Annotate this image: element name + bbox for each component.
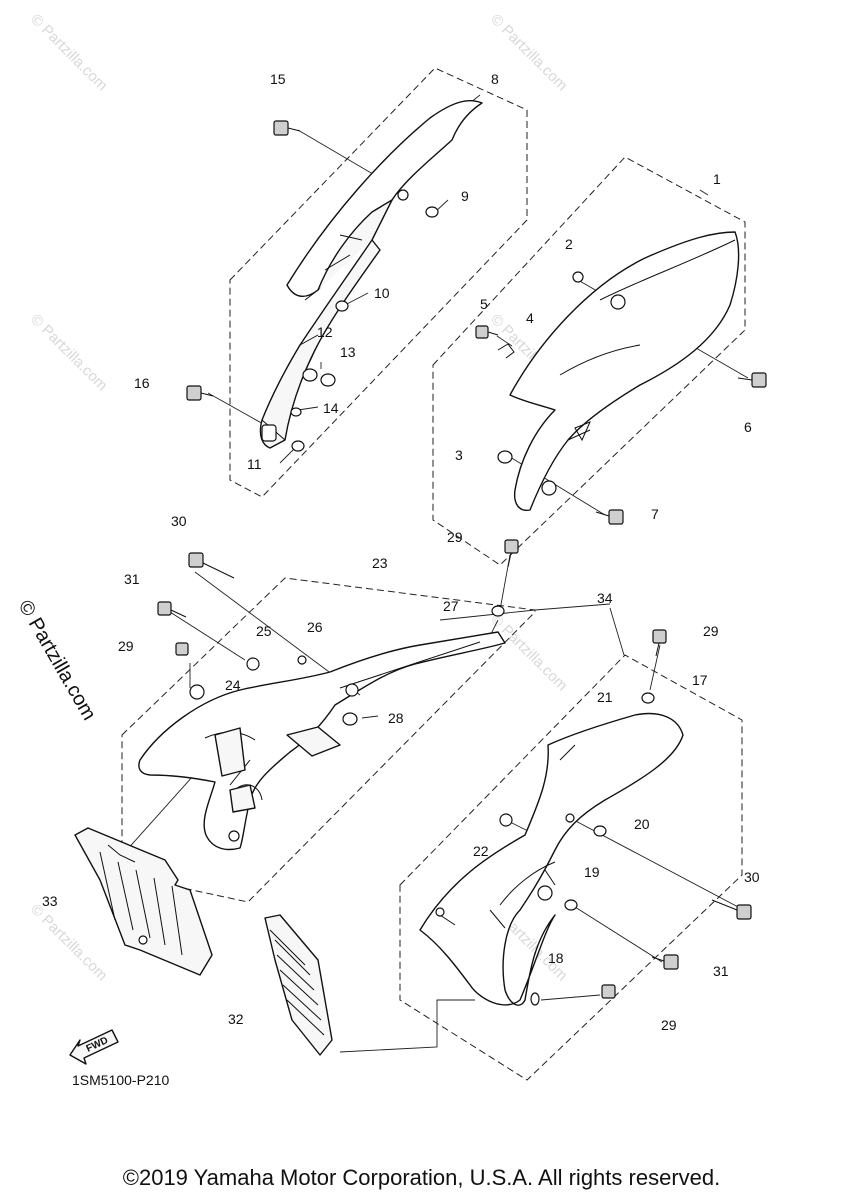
callout-23: 23: [372, 555, 388, 571]
forward-arrow-icon: FWD: [69, 1029, 119, 1065]
callout-33: 33: [42, 893, 58, 909]
callout-12: 12: [317, 324, 333, 340]
callout-24: 24: [225, 677, 241, 693]
callout-32: 32: [228, 1011, 244, 1027]
side-cover-lower-left: [138, 631, 506, 851]
callout-22: 22: [473, 843, 489, 859]
callout-29-right: 29: [703, 623, 719, 639]
callout-8: 8: [491, 71, 499, 87]
callout-29-bottom: 29: [661, 1017, 677, 1033]
callout-11: 11: [247, 456, 262, 472]
callout-9: 9: [461, 188, 469, 204]
watermark: © Partzilla.com: [27, 311, 110, 394]
callout-15: 15: [270, 71, 286, 87]
callout-30-right: 30: [744, 869, 760, 885]
diagram-code: 1SM5100-P210: [72, 1072, 170, 1088]
assembly-boundary-8: [229, 67, 528, 498]
assembly-boundary-17: [399, 654, 743, 1081]
watermark: © Partzilla.com: [27, 901, 110, 984]
callout-2: 2: [565, 236, 573, 252]
copyright-notice: ©2019 Yamaha Motor Corporation, U.S.A. A…: [122, 1165, 721, 1190]
callout-1: 1: [713, 171, 721, 187]
watermark: © Partzilla.com: [487, 611, 570, 694]
callout-14: 14: [323, 400, 339, 416]
assembly-boundary-1: [432, 156, 746, 566]
callout-3: 3: [455, 447, 463, 463]
callout-29-top: 29: [447, 529, 463, 545]
watermark-large: © Partzilla.com: [14, 597, 100, 725]
callout-31-left: 31: [124, 571, 140, 587]
callout-5: 5: [480, 296, 488, 312]
side-cover-upper-right: [509, 231, 740, 512]
callout-29-left: 29: [118, 638, 134, 654]
radiator-grille-left: [74, 827, 213, 976]
radiator-grille-right: [264, 914, 333, 1056]
callout-26: 26: [307, 619, 323, 635]
hardware-group: [157, 120, 767, 1006]
callout-10: 10: [374, 285, 390, 301]
side-cover-lower-right: [419, 712, 684, 1006]
callout-16: 16: [134, 375, 150, 391]
callout-13: 13: [340, 344, 356, 360]
callout-4: 4: [526, 310, 534, 326]
callout-34: 34: [597, 590, 613, 606]
callout-21: 21: [597, 689, 613, 705]
callout-18: 18: [548, 950, 564, 966]
parts-diagram: © Partzilla.com © Partzilla.com © Partzi…: [14, 11, 767, 1088]
callout-17: 17: [692, 672, 708, 688]
side-cover-upper-left: [259, 100, 483, 449]
callout-28: 28: [388, 710, 404, 726]
callout-labels: 1 2 3 4 5 6 7 8 9 10 11 12 13 14 15 16 1…: [42, 71, 760, 1033]
callout-30-left: 30: [171, 513, 187, 529]
callout-31-right: 31: [713, 963, 729, 979]
callout-27: 27: [443, 598, 459, 614]
callout-7: 7: [651, 506, 659, 522]
callout-20: 20: [634, 816, 650, 832]
callout-19: 19: [584, 864, 600, 880]
callout-6: 6: [744, 419, 752, 435]
leader-lines: [99, 94, 749, 1053]
watermark: © Partzilla.com: [487, 11, 570, 94]
watermark: © Partzilla.com: [27, 11, 110, 94]
callout-25: 25: [256, 623, 272, 639]
